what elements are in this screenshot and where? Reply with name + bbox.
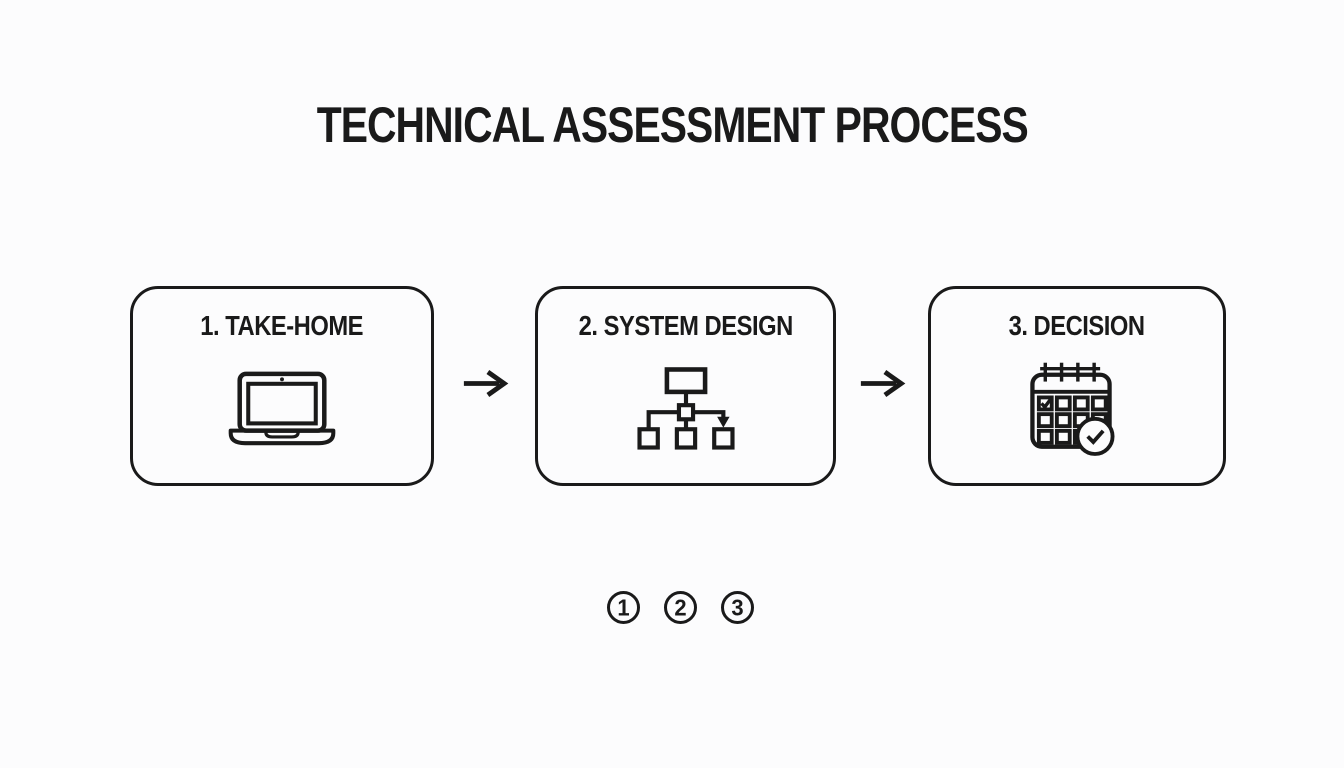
step-label-text: 1. TAKE-HOME bbox=[200, 310, 364, 342]
step-box-take-home: 1. TAKE-HOME bbox=[130, 286, 434, 486]
step-label-text: 3. DECISION bbox=[1009, 310, 1145, 342]
page-title: TECHNICAL ASSESSMENT PROCESS bbox=[0, 98, 1344, 154]
calendar-check-icon bbox=[931, 340, 1223, 477]
step-label-text: 2. SYSTEM DESIGN bbox=[578, 310, 793, 342]
step-label: 2. SYSTEM DESIGN bbox=[573, 310, 798, 342]
step-label: 1. TAKE-HOME bbox=[196, 310, 367, 342]
step-label: 3. DECISION bbox=[1005, 310, 1148, 342]
step-indicator-3: 3 bbox=[721, 591, 754, 624]
step-box-decision: 3. DECISION bbox=[928, 286, 1226, 486]
step-indicator-number: 1 bbox=[617, 593, 630, 621]
arrow-right-icon bbox=[461, 366, 509, 402]
step-indicator-2: 2 bbox=[664, 591, 697, 624]
step-indicator-number: 3 bbox=[731, 593, 744, 621]
step-box-system-design: 2. SYSTEM DESIGN bbox=[535, 286, 836, 486]
org-chart-icon bbox=[538, 340, 833, 477]
page-title-text: TECHNICAL ASSESSMENT PROCESS bbox=[316, 98, 1028, 154]
step-indicator-1: 1 bbox=[607, 591, 640, 624]
step-indicator-number: 2 bbox=[674, 593, 687, 621]
step-indicators: 1 2 3 bbox=[607, 591, 754, 624]
laptop-icon bbox=[133, 340, 431, 477]
arrow-right-icon bbox=[858, 366, 906, 402]
